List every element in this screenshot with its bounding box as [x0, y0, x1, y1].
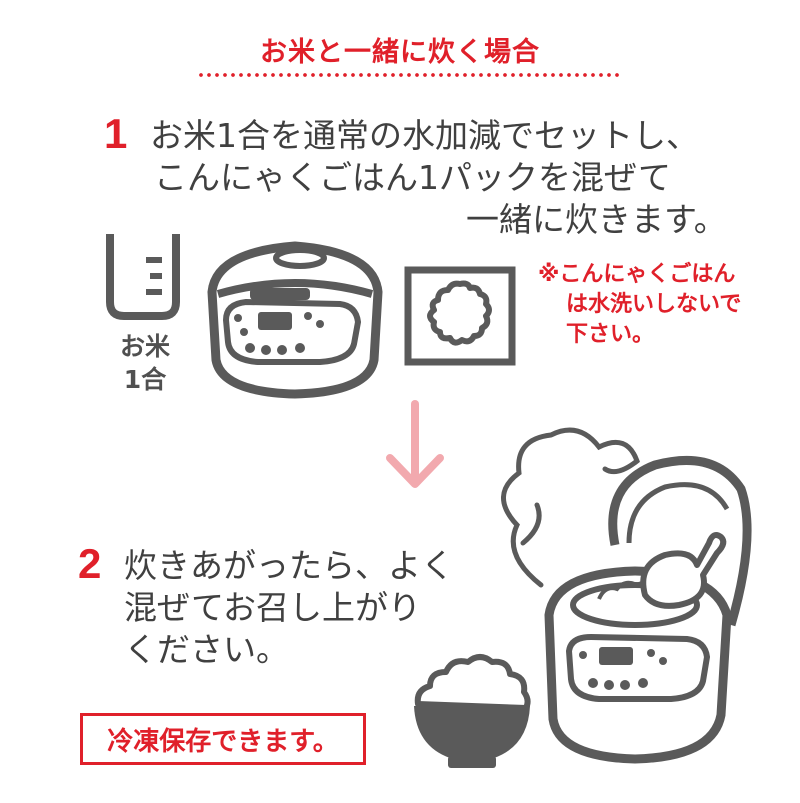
rice-cooker-icon: [207, 241, 383, 399]
freezer-storage-label: 冷凍保存できます。: [80, 713, 366, 765]
note-line-3: 下さい。: [566, 322, 655, 347]
step1-text: お米1合を通常の水加減でセットし、 こんにゃくごはん1パックを混ぜて 一緒に炊き…: [150, 115, 750, 241]
rice-label-line-1: お米: [119, 332, 170, 361]
step1-line-2: こんにゃくごはん1パックを混ぜて: [154, 158, 671, 197]
note-no-rinse: ※こんにゃくごはん は水洗いしないで 下さい。: [538, 260, 741, 350]
title-dotted-underline: [197, 73, 623, 77]
note-line-2: は水洗いしないで: [566, 292, 742, 317]
step2-line-3: ください。: [124, 630, 289, 669]
step2-number: 2: [78, 540, 102, 587]
step1-line-3: 一緒に炊きます。: [466, 200, 727, 239]
step2-text: 炊きあがったら、よく 混ぜてお召し上がり ください。: [124, 545, 474, 671]
steaming-rice-cooker-icon: [501, 427, 752, 764]
page-title: お米と一緒に炊く場合: [260, 37, 540, 68]
konjac-rice-pack-icon: [404, 266, 516, 366]
step1-number: 1: [104, 110, 128, 157]
rice-bowl-icon: [414, 654, 531, 768]
note-line-1: ※こんにゃくごはん: [538, 262, 736, 287]
step1-line-1: お米1合を通常の水加減でセットし、: [150, 116, 699, 155]
measuring-cup-icon: [106, 234, 180, 320]
rice-amount-label: お米 1合: [100, 330, 190, 396]
rice-label-line-2: 1合: [123, 365, 167, 394]
step2-line-1: 炊きあがったら、よく: [124, 546, 454, 585]
down-arrow-icon: [386, 400, 444, 488]
step2-line-2: 混ぜてお召し上がり: [124, 588, 421, 627]
